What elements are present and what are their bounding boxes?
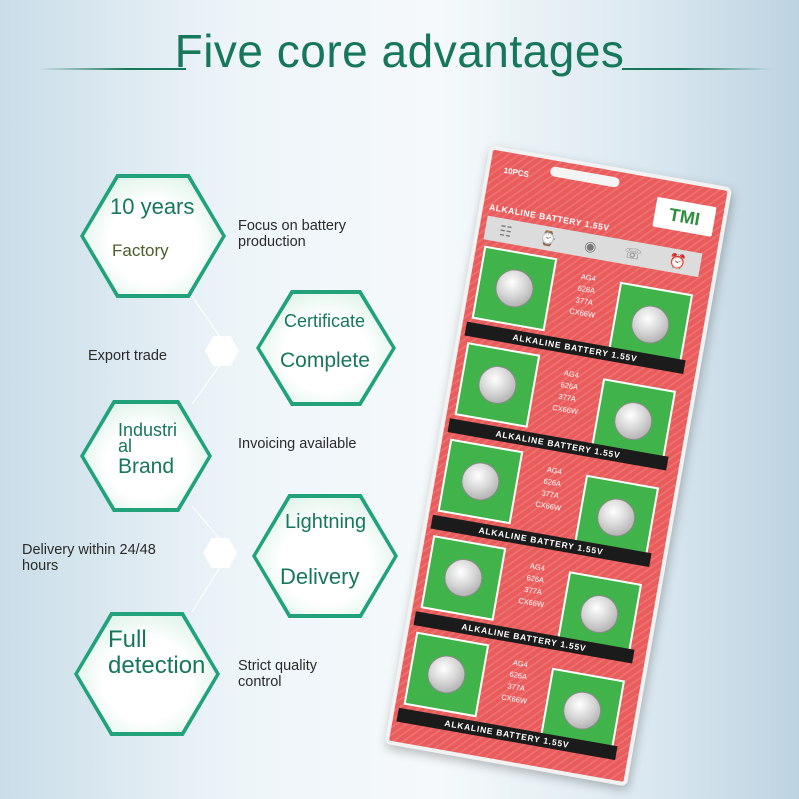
coin-battery — [594, 495, 639, 540]
advantage-desc-detection: Strict quality control — [238, 658, 317, 690]
title-rule-right — [622, 68, 772, 70]
advantage-desc-factory: Focus on battery production — [238, 218, 346, 250]
coin-battery — [577, 592, 622, 637]
brand-logo: TMI — [652, 196, 717, 237]
hex-line1: Industrial — [118, 422, 178, 452]
pack-count: 10PCS — [503, 165, 530, 180]
camera-icon: ◉ — [583, 236, 598, 255]
coin-battery — [492, 266, 537, 311]
hang-hole — [549, 165, 621, 188]
hex-line1: 10 years — [110, 194, 195, 219]
connector-lines — [0, 0, 440, 799]
advantage-desc-delivery: Delivery within 24/48 hours — [22, 542, 156, 574]
title-rule-left — [38, 68, 186, 70]
hex-line2: Delivery — [280, 564, 360, 589]
coin-battery — [424, 652, 469, 697]
watch-icon: ⌚ — [538, 228, 559, 248]
advantage-desc-brand: Invoicing available — [238, 436, 357, 452]
advantage-hex-delivery: Lightning Delivery — [252, 494, 398, 618]
connector-node — [205, 336, 239, 366]
hex-line2: Brand — [118, 455, 175, 478]
advantage-desc-certificate: Export trade — [88, 348, 167, 364]
hex-line1: Certificate — [284, 311, 366, 331]
page-title: Five core advantages — [174, 25, 625, 77]
hex-line1: Full — [108, 626, 147, 653]
coin-battery — [441, 555, 486, 600]
hex-line1: Lightning — [285, 511, 367, 533]
connector-node — [203, 538, 237, 568]
hex-line2: Complete — [280, 349, 370, 372]
coin-battery — [458, 459, 503, 504]
alarm-icon: ⏰ — [667, 251, 688, 271]
coin-battery — [475, 362, 520, 407]
hex-line2: detection — [108, 652, 206, 679]
advantage-hex-detection: Full detection — [74, 612, 220, 736]
coin-battery — [611, 399, 656, 444]
coin-battery — [560, 688, 605, 733]
hex-line2: Factory — [112, 241, 169, 260]
calculator-icon: ☷ — [498, 221, 514, 240]
advantage-hex-certificate: Certificate Complete — [256, 290, 396, 406]
coin-battery — [628, 302, 673, 347]
phone-icon: ☏ — [622, 243, 643, 263]
